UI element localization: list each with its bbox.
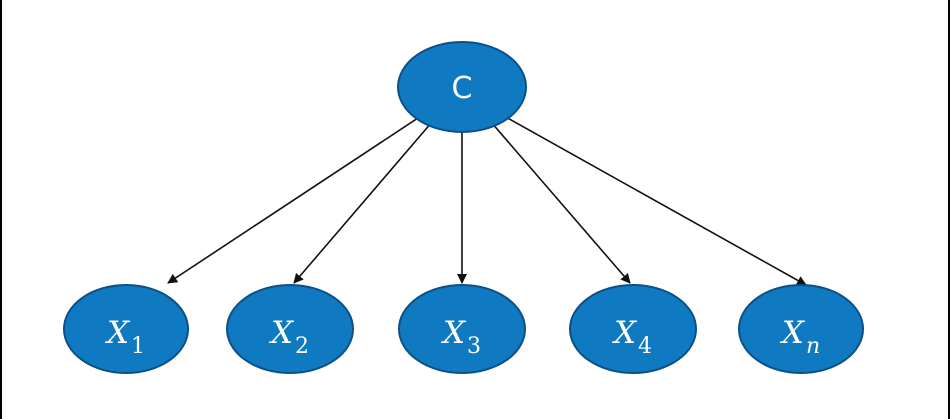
edge-c-xn — [503, 115, 807, 286]
edge-c-x1 — [167, 115, 422, 284]
leaf-node-x2: X2 — [226, 284, 354, 374]
leaf-node-x1: X1 — [63, 284, 189, 374]
leaf-node-x3-label: X3 — [441, 315, 481, 359]
root-node-c: C — [397, 41, 527, 133]
leaf-node-x1-label: X1 — [105, 315, 145, 359]
leaf-node-xn: Xn — [738, 284, 864, 374]
edges — [167, 115, 807, 286]
edge-c-x4 — [490, 121, 631, 284]
leaf-node-x4: X4 — [569, 284, 697, 374]
edge-c-x2 — [293, 121, 433, 284]
leaf-node-xn-label: Xn — [780, 315, 820, 359]
leaf-node-x3: X3 — [398, 284, 526, 374]
leaf-node-x2-label: X2 — [269, 315, 309, 359]
root-node-label: C — [452, 71, 473, 106]
leaf-node-x4-label: X4 — [612, 315, 652, 359]
